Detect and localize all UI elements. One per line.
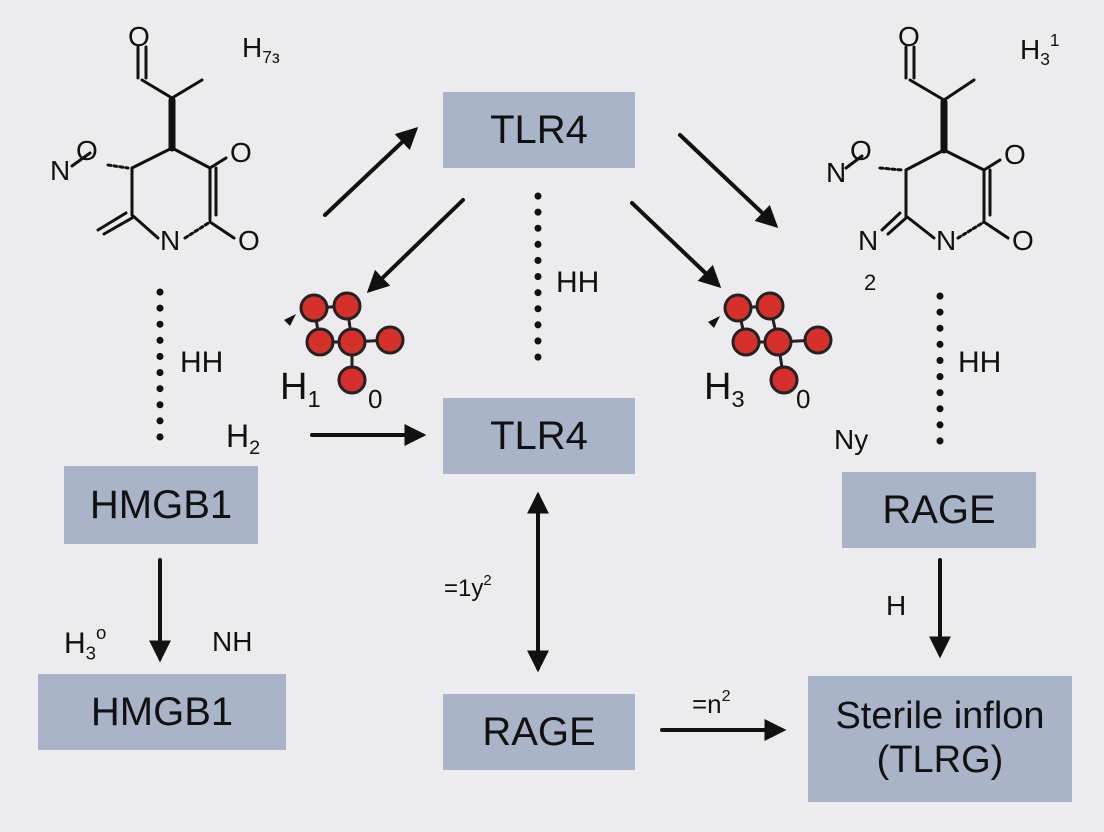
- label-zero-left: 0: [368, 384, 383, 414]
- rage-bottom-label: RAGE: [482, 709, 596, 754]
- label-ny: Ny: [834, 424, 869, 455]
- arrow-tlr4-to-left-cluster: [366, 198, 465, 294]
- rage-right-label: RAGE: [882, 487, 996, 532]
- left-atom-cluster: [284, 291, 405, 395]
- sterile-label-line2: (TLRG): [876, 739, 1004, 781]
- hmgb1-lower-label: HMGB1: [90, 689, 234, 734]
- arrow-tlr4-to-right-cluster: [630, 201, 722, 289]
- label-eq-1y2: =1y2: [444, 573, 492, 603]
- label-h-right: H: [886, 590, 907, 621]
- hmgb1-upper-label: HMGB1: [89, 482, 233, 527]
- tlr4-top-box: TLR4: [443, 92, 635, 168]
- right-mol-n-left: N: [826, 157, 846, 188]
- label-h3: H3: [704, 366, 745, 413]
- label-h1: H1: [280, 366, 321, 413]
- tlr4-middle-label: TLR4: [490, 413, 588, 458]
- sterile-inflammation-box: Sterile inflon (TLRG): [808, 676, 1072, 802]
- right-mol-o-left: O: [850, 135, 872, 166]
- right-mol-n-imine: N: [858, 225, 878, 256]
- label-h73: H7з: [242, 32, 280, 68]
- label-hh-right: HH: [958, 346, 1002, 379]
- rage-right-box: RAGE: [842, 472, 1036, 548]
- arrow-molecule-to-tlr4: [323, 126, 419, 217]
- rage-bottom-box: RAGE: [443, 694, 635, 770]
- label-h3o: H3o: [64, 622, 107, 664]
- left-mol-n-left: N: [50, 155, 70, 186]
- hmgb1-upper-box: HMGB1: [64, 466, 258, 544]
- arrow-tlr4-to-right-molecule: [678, 133, 779, 229]
- left-molecule: [70, 45, 236, 240]
- right-atom-cluster: [708, 291, 833, 395]
- sterile-label-line1: Sterile inflon: [835, 695, 1045, 738]
- right-mol-imine-sub: 2: [864, 270, 876, 295]
- label-hh-center: HH: [556, 266, 600, 299]
- label-hh-left: HH: [180, 346, 224, 379]
- right-mol-o-top: O: [898, 21, 920, 52]
- right-mol-o-ring: O: [1012, 225, 1034, 256]
- right-mol-o-ketone: O: [1004, 139, 1026, 170]
- right-mol-n-ring: N: [936, 225, 956, 256]
- label-eq-n2: =n2: [692, 687, 731, 720]
- right-molecule: [844, 45, 1010, 240]
- left-mol-o-top: O: [128, 21, 150, 52]
- left-mol-o-ring: O: [238, 225, 260, 256]
- hmgb1-lower-box: HMGB1: [38, 674, 286, 750]
- left-mol-n-ring: N: [160, 225, 180, 256]
- label-h2: H2: [226, 418, 261, 459]
- label-nh: NH: [212, 626, 253, 657]
- left-mol-o-left: O: [76, 135, 98, 166]
- label-h31: H31: [1020, 30, 1060, 70]
- tlr4-top-label: TLR4: [490, 107, 588, 152]
- tlr4-middle-box: TLR4: [443, 398, 635, 474]
- left-mol-o-ketone: O: [230, 137, 252, 168]
- label-zero-right: 0: [796, 384, 811, 414]
